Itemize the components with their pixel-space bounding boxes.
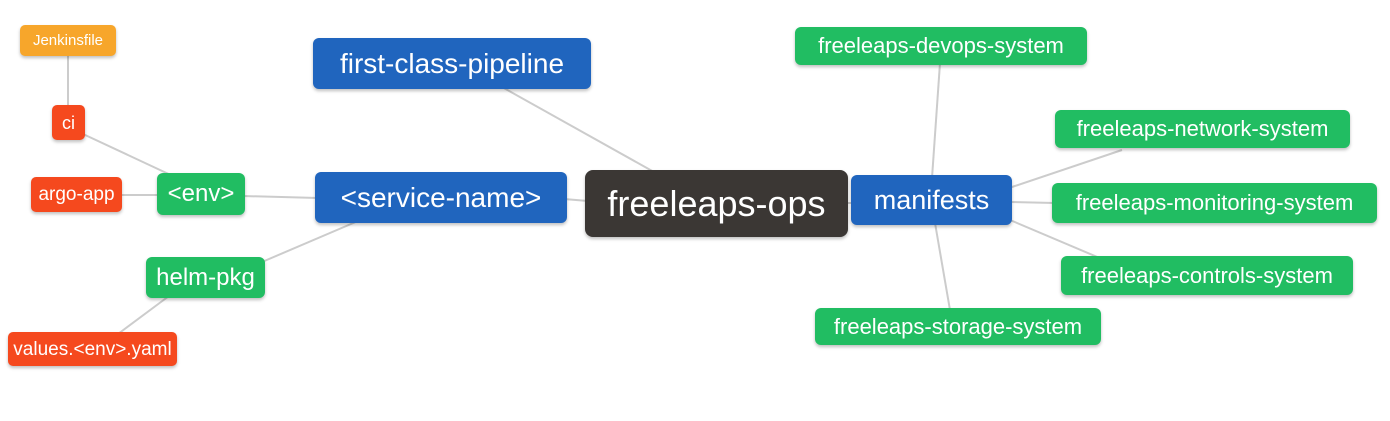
node-freeleaps-devops-system[interactable]: freeleaps-devops-system	[795, 27, 1087, 65]
edge-service-name-root	[563, 198, 589, 202]
node-manifests[interactable]: manifests	[851, 175, 1012, 225]
edge-manifests-network	[1008, 149, 1123, 189]
edge-manifests-controls	[1009, 219, 1103, 260]
node-helm-pkg[interactable]: helm-pkg	[146, 257, 265, 298]
edge-env-service-name	[242, 195, 319, 199]
edge-manifests-storage	[934, 222, 951, 311]
node-freeleaps-monitoring-system[interactable]: freeleaps-monitoring-system	[1052, 183, 1377, 223]
node-env[interactable]: <env>	[157, 173, 245, 215]
edge-manifests-monitoring	[1008, 201, 1056, 204]
node-argo-app[interactable]: argo-app	[31, 177, 122, 212]
node-service-name[interactable]: <service-name>	[315, 172, 567, 223]
node-freeleaps-controls-system[interactable]: freeleaps-controls-system	[1061, 256, 1353, 295]
node-freeleaps-network-system[interactable]: freeleaps-network-system	[1055, 110, 1350, 148]
node-values-env-yaml[interactable]: values.<env>.yaml	[8, 332, 177, 366]
node-freeleaps-ops-root[interactable]: freeleaps-ops	[585, 170, 848, 237]
edge-service-name-helm-pkg	[261, 220, 359, 263]
edge-pipeline-root	[501, 86, 655, 173]
node-jenkinsfile[interactable]: Jenkinsfile	[20, 25, 116, 56]
node-ci[interactable]: ci	[52, 105, 85, 140]
node-freeleaps-storage-system[interactable]: freeleaps-storage-system	[815, 308, 1101, 345]
edge-ci-env	[82, 133, 176, 178]
edge-helm-pkg-values	[117, 295, 170, 335]
node-first-class-pipeline[interactable]: first-class-pipeline	[313, 38, 591, 89]
edge-devops-manifests	[931, 62, 941, 179]
